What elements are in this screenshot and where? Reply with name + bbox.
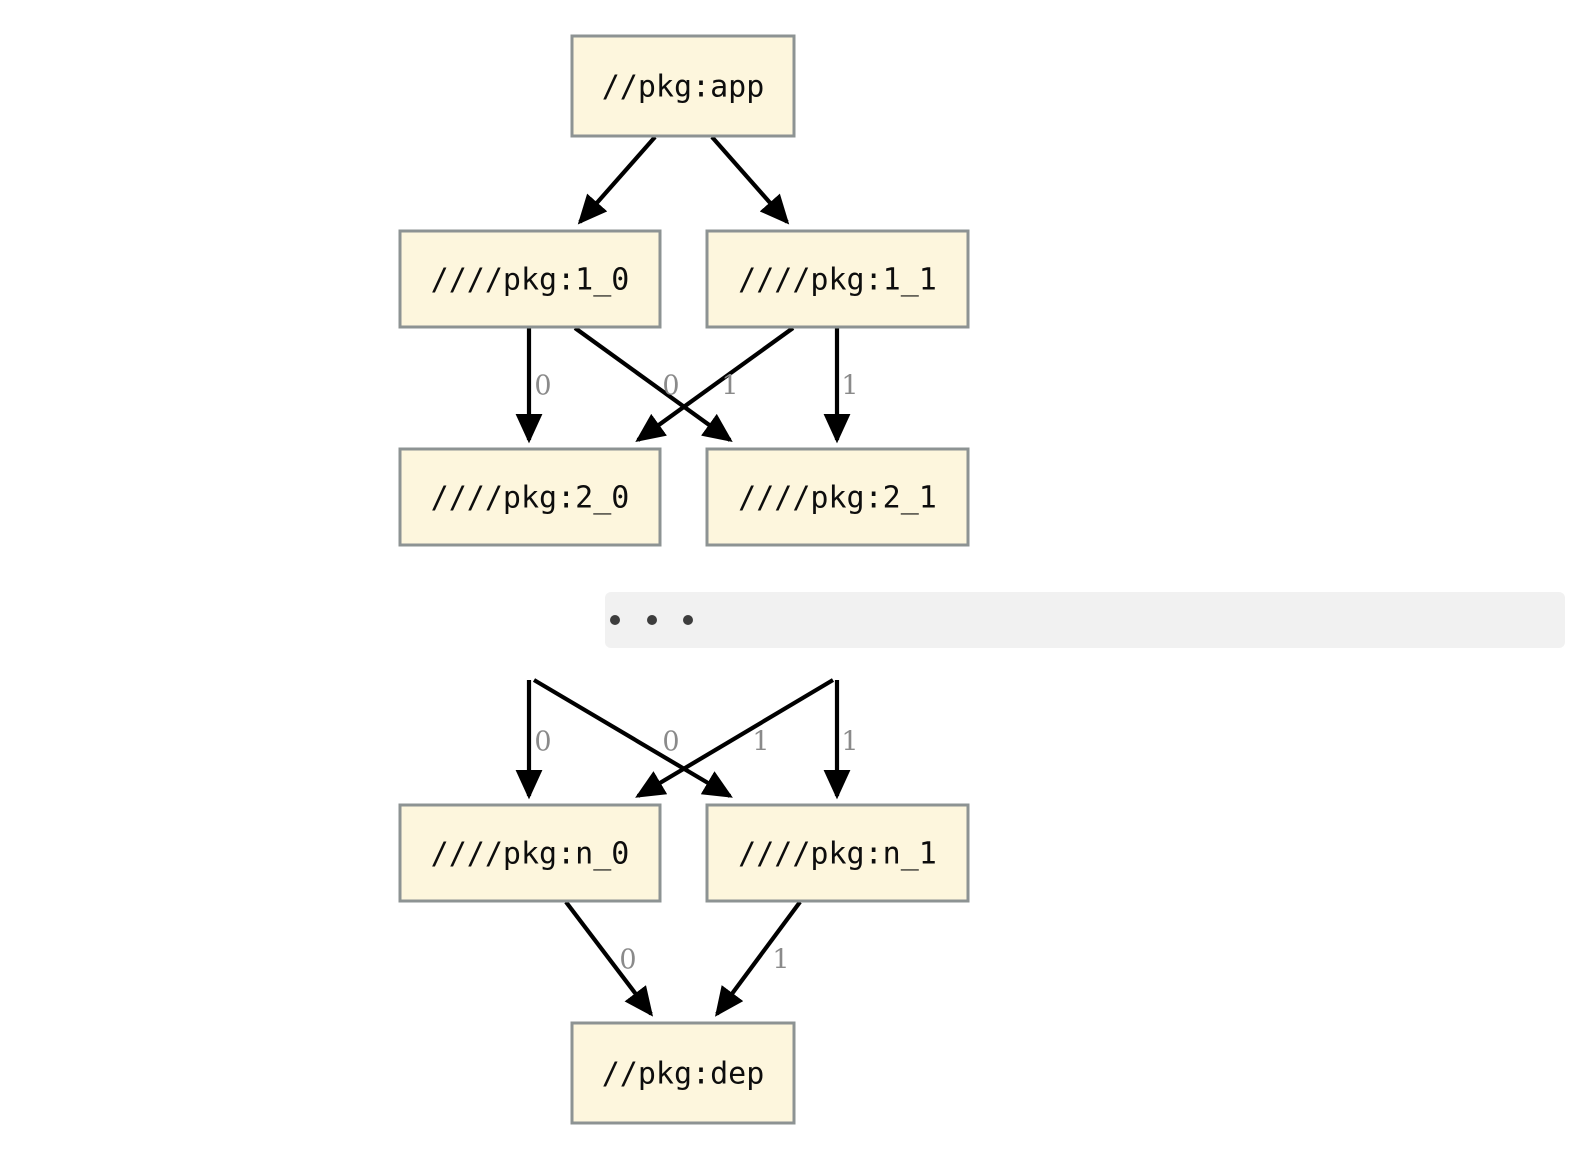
node-dep[interactable]: //pkg:dep [570, 1021, 796, 1125]
edges-group: 0 0 1 1 0 0 1 1 0 1 [515, 135, 859, 1017]
edge-label: 1 [841, 371, 858, 402]
node-app[interactable]: //pkg:app [570, 34, 796, 138]
node-n2_1[interactable]: ////pkg:2_1 [705, 447, 970, 547]
nodes-group: //pkg:app ////pkg:1_0 ////pkg:1_1 ////pkg:2… [398, 34, 970, 1125]
node-label: ////pkg:1_1 [738, 263, 937, 298]
edge-label: 0 [662, 371, 679, 402]
edge-label: 0 [619, 945, 636, 976]
edge-hidden2-to-n_0 [635, 678, 835, 798]
node-box[interactable] [705, 803, 970, 903]
node-n2_0[interactable]: ////pkg:2_0 [398, 447, 662, 547]
node-box[interactable] [570, 1021, 796, 1125]
node-label: ////pkg:2_1 [738, 481, 937, 516]
edge-app-to-1_0 [577, 135, 657, 225]
ellipsis-band [605, 592, 1565, 648]
node-box[interactable] [398, 447, 662, 547]
ellipsis-dot [610, 615, 620, 625]
node-box[interactable] [398, 803, 662, 903]
node-nn_1[interactable]: ////pkg:n_1 [705, 803, 970, 903]
node-nn_0[interactable]: ////pkg:n_0 [398, 803, 662, 903]
edge-1_0-to-2_1 [573, 326, 733, 442]
node-n1_0[interactable]: ////pkg:1_0 [398, 229, 662, 329]
node-n1_1[interactable]: ////pkg:1_1 [705, 229, 970, 329]
node-label: ////pkg:1_0 [431, 263, 630, 298]
ellipsis-dot [683, 615, 693, 625]
ellipsis-dot [647, 615, 657, 625]
node-box[interactable] [705, 229, 970, 329]
ellipsis-separator [605, 592, 1565, 648]
edge-label: 0 [534, 727, 551, 758]
edge-app-to-1_1 [710, 135, 790, 225]
node-label: ////pkg:n_1 [738, 837, 937, 872]
edge-label: 0 [534, 371, 551, 402]
edge-hidden-to-n_1 [532, 678, 733, 798]
node-box[interactable] [570, 34, 796, 138]
edge-n_1-to-dep [714, 900, 802, 1017]
edge-1_1-to-2_0 [635, 326, 795, 442]
edge-label: 1 [772, 945, 789, 976]
node-label: //pkg:app [602, 70, 765, 105]
edge-label: 1 [841, 727, 858, 758]
node-label: //pkg:dep [602, 1057, 765, 1092]
node-box[interactable] [705, 447, 970, 547]
node-box[interactable] [398, 229, 662, 329]
edge-label: 1 [721, 371, 738, 402]
edge-n_0-to-dep [564, 900, 654, 1017]
edge-label: 1 [752, 727, 769, 758]
edge-label: 0 [662, 727, 679, 758]
node-label: ////pkg:2_0 [431, 481, 630, 516]
node-label: ////pkg:n_0 [431, 837, 630, 872]
